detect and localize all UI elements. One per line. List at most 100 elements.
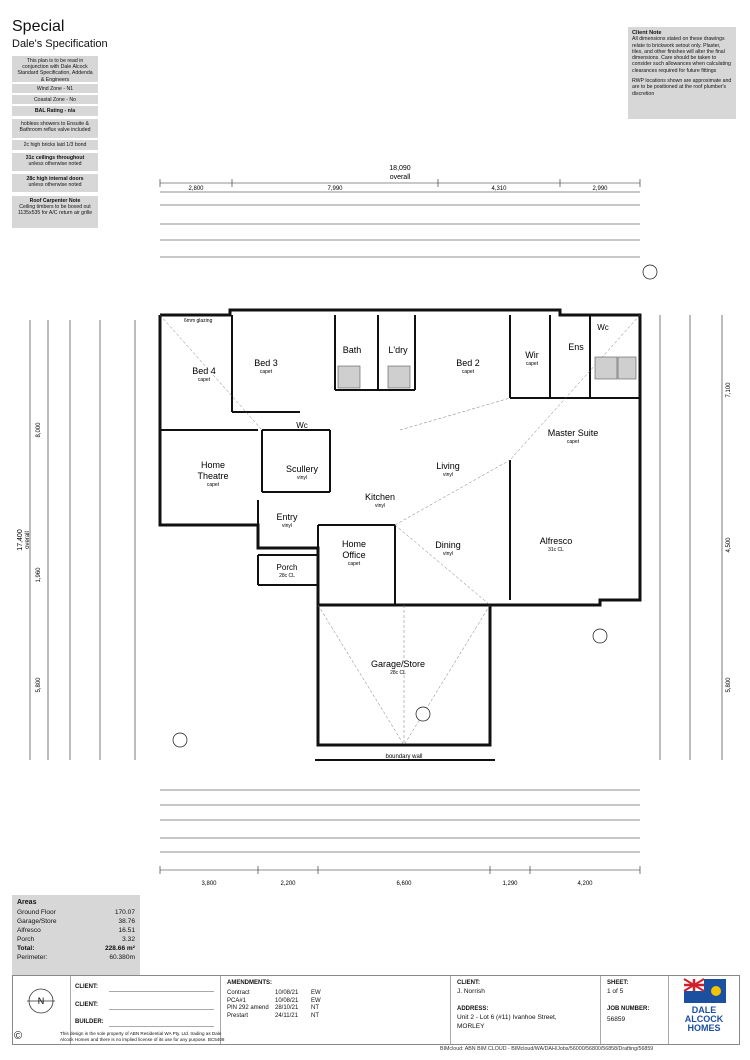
bricks-note: 2c high bricks laid 1/3 bond: [12, 140, 98, 150]
wind-zone: Wind Zone - N1: [12, 84, 98, 93]
area-total-row: Total: 228.66 m²: [17, 944, 135, 953]
room-home-office-2: Office: [342, 550, 365, 560]
company-flag-logo: [683, 978, 726, 1003]
amendment-name: Prestart: [227, 1012, 249, 1019]
room-porch: Porch: [277, 563, 298, 572]
doors-sub: unless otherwise noted: [28, 182, 82, 189]
client-note: Client Note All dimensions stated on the…: [628, 27, 736, 119]
top-dim-4: 2,990: [592, 186, 608, 192]
room-garage-ceiling: 28c CL: [390, 670, 406, 676]
plan-note: This plan is to be read in conjunction w…: [12, 56, 98, 83]
client-address-cell: CLIENT: J. Norrish ADDRESS: Unit 2 - Lot…: [451, 976, 601, 1044]
overall-height-label: overall: [25, 531, 31, 549]
client-note-text2: RWP locations shown are approximate and …: [632, 78, 732, 97]
glazing-label: 6mm glazing: [184, 318, 213, 324]
title-block: N CLIENT: CLIENT: BUILDER: AMENDMENTS: C…: [12, 975, 740, 1045]
floor-plan: 18,090 overall 2,800 7,990 4,310 2,990 1…: [17, 165, 732, 887]
bottom-dim-5: 4,200: [577, 881, 593, 887]
address-label: ADDRESS:: [457, 1006, 489, 1012]
right-dim-b: 4,500: [726, 537, 732, 553]
room-ens: Ens: [568, 342, 584, 352]
address-line-2: MORLEY: [457, 1023, 485, 1030]
room-bed4-floor: capet: [198, 377, 211, 383]
coastal-zone: Coastal Zone - No: [12, 95, 98, 104]
left-dim-b: 1,960: [36, 567, 42, 583]
sheet-value: 1 of 5: [607, 988, 624, 995]
area-label: Porch: [17, 936, 35, 943]
client-note-title: Client Note: [632, 30, 662, 36]
amendments-title: AMENDMENTS:: [227, 980, 272, 986]
logo-word-1: DALE: [691, 1005, 717, 1015]
amendment-by: NT: [311, 1005, 319, 1011]
amendment-name: Contract: [227, 990, 250, 996]
area-value: 3.32: [122, 936, 135, 943]
overall-width: 18,090: [389, 165, 411, 172]
copyright-text: This design is the sole property of ABN …: [60, 1031, 225, 1042]
room-master-floor: capet: [567, 439, 580, 445]
svg-text:N: N: [38, 996, 45, 1006]
room-kitchen-floor: vinyl: [375, 503, 385, 509]
job-value: 56859: [607, 1016, 626, 1023]
amendment-by: EW: [311, 997, 321, 1004]
areas-title: Areas: [17, 899, 37, 906]
room-entry: Entry: [276, 512, 298, 522]
bottom-dim-2: 2,200: [280, 881, 296, 887]
room-bed3-floor: capet: [260, 369, 273, 375]
room-wc-main: Wc: [296, 421, 308, 430]
bottom-dim-3: 6,600: [396, 881, 412, 887]
builder-line: [109, 1026, 214, 1027]
area-perimeter-row: Perimeter:60.380m: [17, 953, 135, 962]
room-home-theatre-1: Home: [201, 460, 225, 470]
address-line-1: Unit 2 - Lot 6 (#11) Ivanhoe Street,: [457, 1014, 557, 1021]
doors-note: 28c high internal doors unless otherwise…: [12, 174, 98, 192]
area-row: Porch 3.32: [17, 935, 135, 944]
room-wir-floor: capet: [526, 361, 539, 367]
job-label: JOB NUMBER:: [607, 1006, 650, 1012]
amendment-name: PIN 292 amend: [227, 1005, 269, 1011]
room-alfresco-ceiling: 31c CL: [548, 547, 564, 553]
area-value: 170.07: [114, 909, 135, 916]
amendment-date: 10/08/21: [275, 990, 299, 996]
doors-title: 28c high internal doors: [26, 176, 84, 182]
room-master-suite: Master Suite: [548, 428, 599, 438]
room-scullery-floor: vinyl: [297, 475, 307, 481]
left-dim-c: 5,800: [36, 677, 42, 693]
bal-rating: BAL Rating - n/a: [12, 106, 98, 116]
amendment-by: NT: [311, 1012, 319, 1019]
amendment-date: 10/08/21: [275, 997, 299, 1004]
area-total-label: Total:: [17, 945, 35, 952]
north-cell: N: [13, 976, 71, 1044]
room-laundry: L'dry: [388, 345, 408, 355]
client-label-2: CLIENT:: [75, 1002, 98, 1008]
plan-subtitle: Dale's Specification: [12, 38, 108, 50]
ceilings-note: 31c ceilings throughout unless otherwise…: [12, 153, 98, 171]
bottom-dim-1: 3,800: [201, 881, 217, 887]
room-wc-ens: Wc: [597, 323, 609, 332]
room-bed2-floor: capet: [462, 369, 475, 375]
area-label: Alfresco: [17, 927, 41, 934]
overall-height: 17,400: [17, 529, 24, 551]
copyright-icon: ©: [14, 1030, 23, 1042]
north-arrow-icon: N: [27, 988, 55, 1014]
ceilings-title: 31c ceilings throughout: [25, 155, 85, 161]
boundary-wall-label: boundary wall: [385, 754, 422, 760]
room-home-theatre-2: Theatre: [197, 471, 228, 481]
room-home-office-1: Home: [342, 539, 366, 549]
top-dim-3: 4,310: [491, 186, 507, 192]
area-total-value: 228.66 m²: [104, 945, 135, 952]
room-office-floor: capet: [348, 561, 361, 567]
room-living-floor: vinyl: [443, 472, 453, 478]
room-entry-floor: vinyl: [282, 523, 292, 529]
roof-title: Roof Carpenter Note: [29, 198, 81, 204]
hobless-note: hobless showers to Ensuite & Bathroom re…: [12, 119, 98, 138]
client-name: J. Norrish: [457, 988, 485, 995]
client-note-text1: All dimensions stated on these drawings …: [632, 36, 731, 74]
roof-text: Ceiling timbers to be boxed out 1135x535…: [17, 204, 93, 217]
room-bath: Bath: [343, 345, 362, 355]
room-dining: Dining: [435, 540, 461, 550]
